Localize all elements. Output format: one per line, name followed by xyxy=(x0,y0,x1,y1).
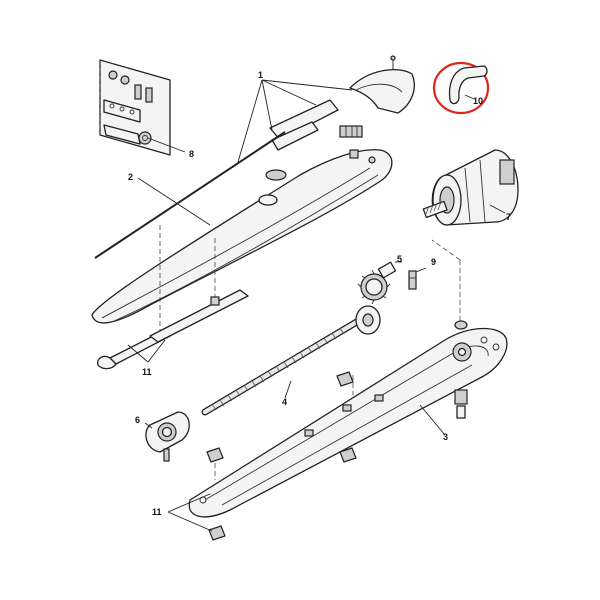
hardware-kit-part-8 xyxy=(99,59,186,156)
callout-10: 10 xyxy=(473,96,483,106)
callout-8: 8 xyxy=(189,149,194,159)
upper-housing-part-2 xyxy=(91,131,393,324)
callout-6: 6 xyxy=(135,415,140,425)
highlight-ring xyxy=(432,61,490,115)
bracket-part-6 xyxy=(144,411,190,462)
callout-2: 2 xyxy=(128,172,133,182)
callout-4: 4 xyxy=(282,397,287,407)
lower-housing-part-3 xyxy=(188,320,508,518)
callout-11-lower: 11 xyxy=(152,507,162,517)
cover-set-part-1 xyxy=(237,55,415,163)
brackets-part-11 xyxy=(97,289,249,370)
callout-1: 1 xyxy=(258,70,263,80)
callout-7: 7 xyxy=(506,212,511,222)
pin-part-9 xyxy=(408,267,427,290)
gear-part-5 xyxy=(357,261,402,305)
motor-part-7 xyxy=(422,149,519,226)
callout-3: 3 xyxy=(443,432,448,442)
release-key-part-10 xyxy=(432,61,490,115)
callout-11-upper: 11 xyxy=(142,367,152,377)
callout-5: 5 xyxy=(397,254,402,264)
worm-screw-part-4 xyxy=(201,305,381,416)
callout-labels: 1 2 3 4 5 6 7 8 9 10 11 11 xyxy=(128,70,511,517)
callout-9: 9 xyxy=(431,257,436,267)
square-nuts-part-11 xyxy=(167,371,357,541)
